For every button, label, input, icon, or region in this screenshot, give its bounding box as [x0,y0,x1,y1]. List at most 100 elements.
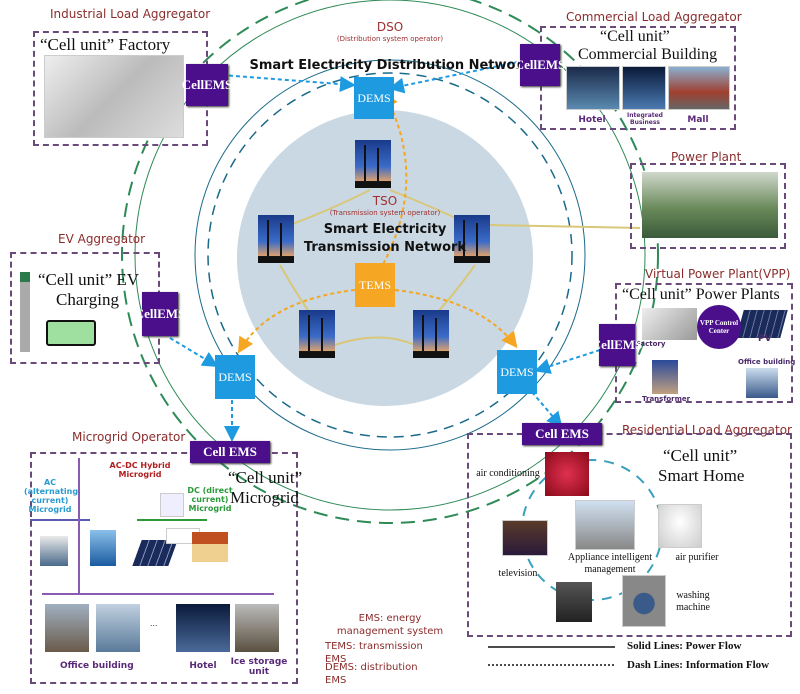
commercial-title-line2: Commercial Building [578,46,718,63]
main-bus [42,593,274,595]
integrated-business-image [622,66,666,110]
dso-full-label: (Distribution system operator) [336,35,444,43]
ice-storage-label: Ice storage unit [230,657,288,677]
ev-charger-icon [20,272,30,352]
cell-ems-line1: Cell [591,336,615,352]
cell-ems-line1: Cell [181,76,205,92]
vpp-office-image [746,368,778,398]
microgrid-ellipsis: ... [150,618,158,628]
commercial-dems-flow [388,61,519,94]
appliance-hub-image [575,500,635,550]
washing-machine-image [622,575,666,627]
power-plant-line [489,224,641,229]
power-plant-group-title: Power Plant [671,150,742,164]
commercial-group-title: Commercial Load Aggregator [566,10,742,24]
ev-title-line1: “Cell unit” EV [38,270,140,289]
microgrid-building-image [90,530,116,566]
ev-group-title: EV Aggregator [58,232,146,246]
legend-ems: EMS: energy management system [336,613,444,637]
power-plant-image [642,172,778,238]
hybrid-microgrid-label: AC-DC Hybrid Microgrid [109,461,171,479]
hotel-image [566,66,620,110]
microgrid-house-image [192,532,228,562]
ev-title-line2: Charging [56,290,119,309]
cell-ems-line2: EMS [204,76,233,92]
vpp-transformer-label: Transformer [642,395,691,403]
legend-dems: DEMS: distribution EMS [325,662,418,686]
tso-full-label: (Transmission system operator) [329,209,441,217]
transmission-arc [334,336,416,346]
factory-cell-title: “Cell unit” Factory [40,35,171,54]
electric-vehicle-icon [46,320,96,346]
smart-home-title-line1: “Cell unit” [663,446,738,465]
dems-left[interactable]: DEMS [215,355,255,399]
integrated-business-label: Integrated Business [627,112,663,126]
hotel-label: Hotel [578,115,606,125]
inner-power-ring [194,59,586,451]
ac-microgrid-label: AC (alternating current) Microgrid [24,478,79,514]
cell-ems-line2: EMS [157,305,186,321]
ice-storage-image [235,604,279,652]
ev-dems-flow [169,337,219,368]
factory-dems-flow [221,74,356,93]
legend-tems: TEMS: transmission EMS [325,641,423,665]
office-building-image-2 [96,604,140,652]
smart-home-title-line2: Smart Home [658,466,745,485]
transmission-tower-bottom-left [299,310,335,358]
vpp-office-label: Office building [738,358,796,366]
cell-ems-line1: Cell [134,305,158,321]
transmission-tower-right [454,215,490,263]
outer-info-ring [121,0,659,524]
inner-info-ring [207,72,573,438]
microgrid-title-line2: Microgrid [230,488,299,507]
cell-ems-line2: EMS [614,336,643,352]
vpp-pv-label: PV [758,334,772,344]
washing-machine-label: washing machine [676,590,710,613]
legend-solid-label: Solid Lines: Power Flow [627,640,742,652]
vpp-factory-label: Factory [636,340,666,348]
feeder-line [78,458,80,594]
dc-microgrid-label: DC (direct current) Microgrid [187,486,233,513]
vpp-transformer-image [652,360,678,394]
microgrid-tower-image [40,536,68,566]
vpp-cell-title: “Cell unit” Power Plants [622,286,780,303]
office-building-image-1 [45,604,89,652]
legend-dash-label: Dash Lines: Information Flow [627,659,770,671]
transmission-title-line1: Smart Electricity [323,222,447,237]
tems-box[interactable]: TEMS [355,263,395,307]
microgrid-cell-ems[interactable]: Cell EMS [190,441,270,463]
vpp-group-title: Virtual Power Plant(VPP) [645,267,791,281]
tems-dems-top-flow [379,91,408,271]
cell-ems-line2: EMS [537,56,566,72]
dems-top[interactable]: DEMS [354,77,394,119]
transmission-tower-left [258,215,294,263]
tems-dems-right-flow [394,289,518,349]
vpp-control-center[interactable]: VPP Control Center [697,305,741,349]
tso-label: TSO [372,194,398,208]
transmission-arc [289,189,371,226]
dc-bus [137,519,207,521]
mall-image [668,66,730,110]
vpp-dems-flow [534,349,601,374]
ac-bus [30,519,90,521]
commercial-title-line1: “Cell unit” [600,28,670,45]
outer-power-ring [134,0,646,511]
air-conditioner-image [545,452,589,496]
transmission-tower-top [355,140,391,188]
tems-dems-left-flow [237,289,356,354]
mall-label: Mall [687,115,709,125]
refrigerator-image [556,582,592,622]
inverter-icon [160,493,184,517]
microgrid-title-line1: “Cell unit” [228,468,303,487]
air-purifier-image [658,504,702,548]
office-building-label: Office building [60,661,134,671]
dems-right[interactable]: DEMS [497,350,537,394]
air-conditioning-label: air conditioning [476,468,540,479]
residential-cell-ems[interactable]: Cell EMS [522,423,602,445]
television-label: television [498,568,538,579]
residential-dems-flow [531,391,563,429]
